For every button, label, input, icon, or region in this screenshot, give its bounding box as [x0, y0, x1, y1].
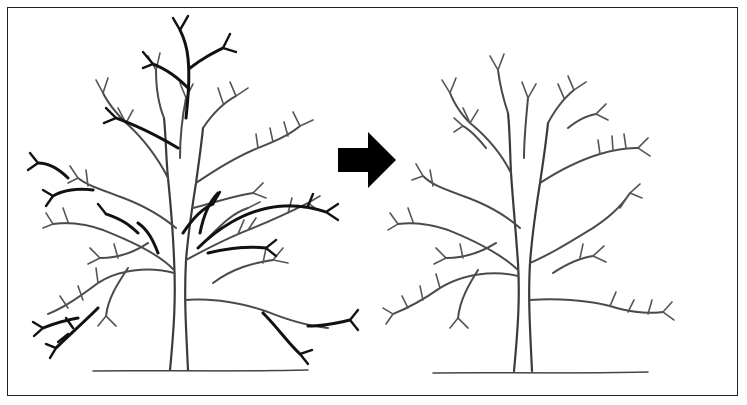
ground-line-right: [433, 372, 648, 373]
pruned-limb: [153, 64, 188, 88]
pruning-diagram: [8, 8, 739, 397]
pruned-limb: [308, 320, 350, 326]
trunk-right: [508, 113, 548, 371]
pruned-limb: [198, 206, 326, 248]
figure-frame: [7, 7, 738, 396]
tree-before-pruning: [28, 16, 358, 371]
right-arrow-icon: [338, 132, 396, 188]
pruned-limb: [190, 48, 223, 68]
pruned-limb: [263, 313, 300, 354]
pruned-limb: [56, 308, 98, 348]
pruned-limb: [53, 189, 93, 196]
tree-after-pruning: [383, 54, 674, 373]
pruned-limb: [38, 163, 68, 178]
pruned-limb: [138, 223, 158, 253]
pruned-limb: [106, 214, 138, 233]
trunk-left: [164, 118, 203, 370]
ground-line-left: [93, 370, 308, 371]
pruned-limb: [208, 247, 266, 253]
